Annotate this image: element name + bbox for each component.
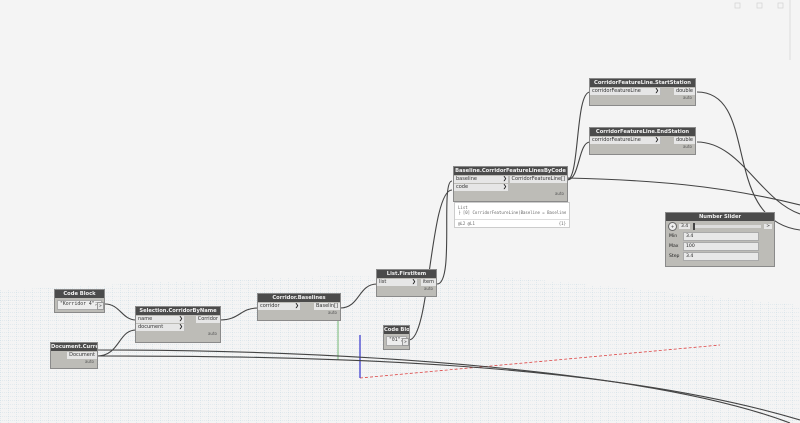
output-port-baselines[interactable]: Baselin[] [313, 302, 340, 310]
list-first-item-node[interactable]: List.FirstItem list item auto [376, 269, 437, 297]
node-title: Baseline.CorridorFeatureLinesByCode [454, 167, 567, 175]
number-slider-node[interactable]: Number Slider + 3.4 > Min 3.4 Max 100 St… [665, 212, 775, 267]
lacing-label: auto [682, 144, 692, 149]
lacing-label: auto [84, 359, 94, 364]
code-block-node[interactable]: Code Block "01"; > [383, 325, 410, 350]
axis-red [359, 344, 721, 379]
code-text: "01"; [389, 338, 404, 343]
node-title: Document.Current [51, 343, 97, 351]
end-station-node[interactable]: CorridorFeatureLine.EndStation corridorF… [589, 127, 696, 155]
lacing-label: auto [554, 191, 564, 196]
window-icons [734, 2, 784, 9]
input-port-list[interactable]: list [377, 278, 418, 286]
node-title: Code Block [384, 326, 409, 334]
code-editor[interactable]: "Korridor 4"; > [57, 300, 104, 310]
lacing-label: auto [423, 286, 433, 291]
input-port-document[interactable]: document [136, 323, 185, 331]
output-port[interactable]: > [97, 302, 104, 310]
code-text: "Korridor 4"; [60, 302, 98, 307]
input-port-code[interactable]: code [454, 183, 509, 191]
min-field[interactable]: 3.4 [683, 231, 759, 241]
preview-list-label: List [458, 205, 468, 210]
corridor-baselines-node[interactable]: Corridor.Baselines corridor Baselin[] au… [257, 293, 341, 321]
step-label: Step [669, 253, 680, 259]
node-title: Number Slider [666, 213, 774, 221]
code-editor[interactable]: "01"; > [386, 336, 409, 346]
output-port-double[interactable]: double [673, 87, 695, 95]
slider-value: 3.4 [679, 223, 691, 229]
input-port-corridor[interactable]: corridor [258, 302, 301, 310]
output-port-item[interactable]: item [420, 278, 436, 286]
output-port[interactable]: > [764, 223, 772, 229]
slider-track[interactable] [693, 222, 762, 230]
preview-item: ├ [0] CorridorFeatureLine(Baseline = Bas… [458, 210, 566, 215]
lacing-label: auto [682, 95, 692, 100]
max-field[interactable]: 100 [683, 241, 759, 251]
start-station-node[interactable]: CorridorFeatureLine.StartStation corrido… [589, 78, 696, 106]
preview-bubble[interactable]: List ├ [0] CorridorFeatureLine(Baseline … [454, 202, 570, 228]
preview-count: {1} [558, 221, 566, 226]
node-title: Code Block [55, 290, 104, 298]
input-port-feature-line[interactable]: corridorFeatureLine [590, 87, 661, 95]
code-block-node[interactable]: Code Block "Korridor 4"; > [54, 289, 105, 313]
input-port-feature-line[interactable]: corridorFeatureLine [590, 136, 661, 144]
preview-levels: @L2 @L1 [458, 221, 475, 226]
output-port-document[interactable]: Document [67, 351, 97, 359]
input-port-name[interactable]: name [136, 315, 185, 323]
node-title: CorridorFeatureLine.StartStation [590, 79, 695, 87]
expand-toggle-icon[interactable]: + [668, 221, 677, 231]
output-port-corridor[interactable]: Corridor [195, 315, 220, 323]
output-port-double[interactable]: double [673, 136, 695, 144]
node-title: Corridor.Baselines [258, 294, 340, 302]
baseline-feature-lines-node[interactable]: Baseline.CorridorFeatureLinesByCode base… [453, 166, 568, 202]
node-title: CorridorFeatureLine.EndStation [590, 128, 695, 136]
min-label: Min [669, 233, 678, 239]
selection-corridor-by-name-node[interactable]: Selection.CorridorByName name Corridor d… [135, 306, 221, 343]
node-title: List.FirstItem [377, 270, 436, 278]
input-port-baseline[interactable]: baseline [454, 175, 509, 183]
output-port-feature-lines[interactable]: CorridorFeatureLine[] [509, 175, 567, 183]
document-current-node[interactable]: Document.Current Document auto [50, 342, 98, 369]
step-field[interactable]: 3.4 [683, 251, 759, 261]
max-label: Max [669, 243, 679, 249]
output-port[interactable]: > [402, 338, 409, 346]
node-title: Selection.CorridorByName [136, 307, 220, 315]
slider-thumb[interactable] [693, 222, 696, 230]
lacing-label: auto [207, 331, 217, 336]
lacing-label: auto [327, 310, 337, 315]
